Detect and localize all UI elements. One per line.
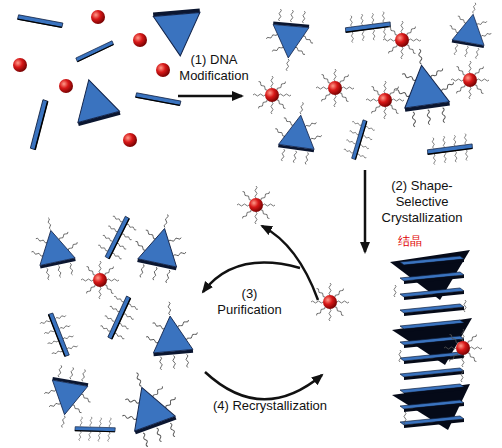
illustration-part [153,9,204,58]
illustration-part [400,272,464,284]
illustration-part [143,300,201,371]
illustration-part [400,352,464,364]
illustration-part [263,8,316,73]
illustration-part [59,79,73,93]
illustration-part [156,63,170,77]
illustration-part [91,10,105,24]
dna-modified-particles [253,0,496,166]
illustration-part [74,415,116,444]
illustration-part [128,209,193,286]
illustration-part [13,58,27,72]
illustration-part [81,261,119,299]
illustration-part [400,304,464,316]
process-arrows [178,96,365,399]
illustration-part [270,99,326,166]
illustration-part [390,45,460,129]
step-label: (3) Purification [212,286,287,318]
illustration-part [96,291,143,344]
illustration-part [392,318,472,365]
illustration-part [451,61,489,99]
illustration-part [464,300,466,312]
illustration-part [394,285,396,297]
illustration-part [400,256,464,268]
step-label: (4) Recrystallization [200,398,340,414]
illustration-part [399,350,401,362]
illustration-part [400,384,464,396]
illustration-part [364,170,367,252]
illustration-part [38,309,79,361]
illustration-part [426,133,473,165]
crystal-stack [311,250,482,430]
annotation-note: 结晶 [398,233,438,249]
step-label: (1) DNA Modification [174,52,254,84]
redispersed-particles [25,209,201,448]
illustration-part [400,368,464,380]
illustration-part [25,213,84,283]
illustration-part [400,320,464,332]
illustration-part [461,370,463,382]
illustration-part [123,133,137,147]
illustration-part [404,412,406,424]
illustration-part [18,12,63,30]
illustration-part [253,76,291,114]
illustration-part [178,95,242,98]
illustration-part [444,329,482,367]
illustration-part [392,384,470,430]
illustration-part [110,363,189,448]
illustration-part [444,0,496,61]
illustration-part [383,21,421,59]
illustration-part [340,117,378,163]
illustration-part [344,11,391,43]
illustration-part [400,416,464,428]
step-label: (2) Shape-Selective Crystallization [372,178,472,226]
illustration-part [366,81,404,119]
illustration-part [400,336,464,348]
purified-sphere [237,186,275,224]
illustration-part [75,41,114,62]
illustration-part [93,211,140,264]
illustration-part [28,100,51,150]
bare-particles [13,9,204,150]
illustration-part [205,372,322,399]
illustration-part [311,283,349,321]
illustration-part [316,69,354,107]
illustration-part [136,90,181,108]
illustration-part [400,400,464,412]
illustration-part [68,74,121,126]
illustration-part [133,33,147,47]
illustration-part [390,250,470,300]
illustration-part [400,288,464,300]
illustration-part [39,363,97,431]
